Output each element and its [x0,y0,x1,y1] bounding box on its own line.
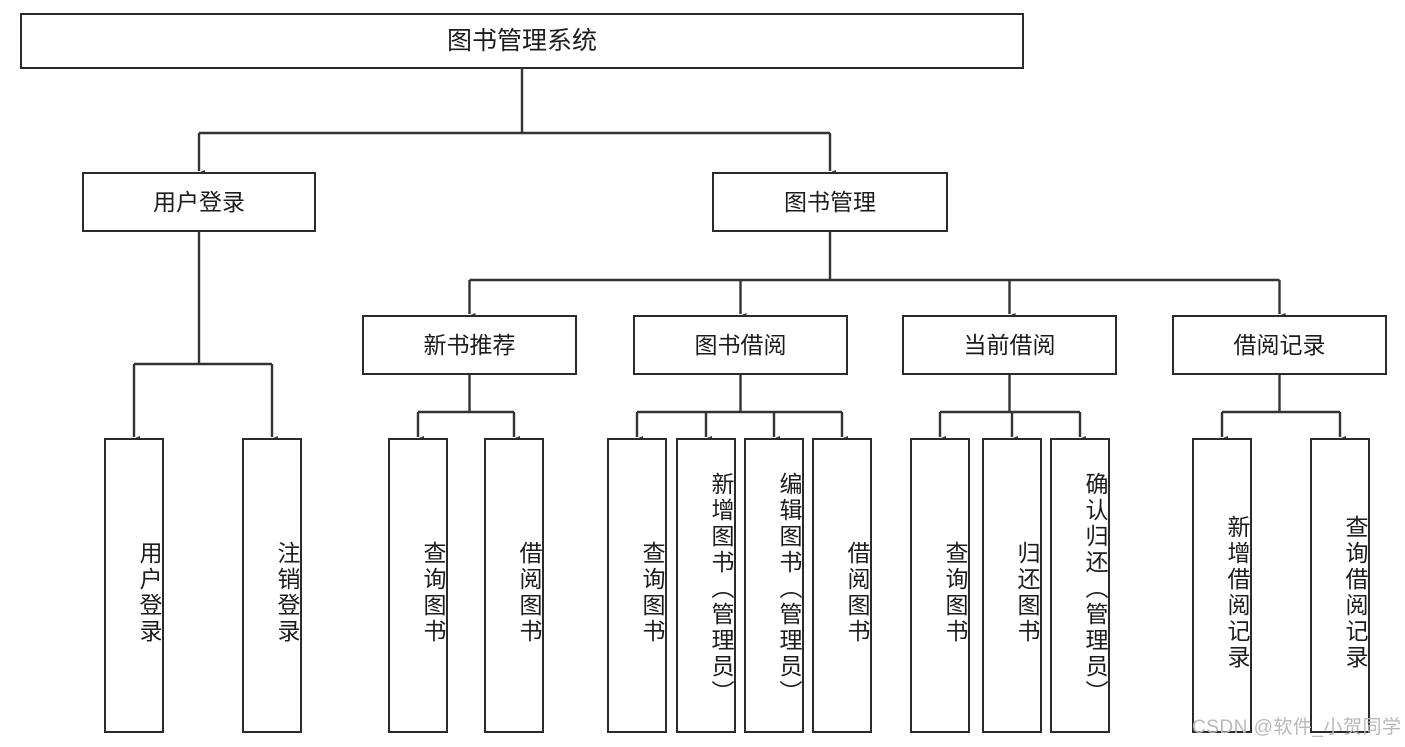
csdn-watermark: CSDN @软件_小贺同学 [1192,717,1402,738]
connector-lines [128,69,1346,446]
node-leaf-query-book-3[interactable]: 查询图书 [910,438,970,733]
node-leaf-query-book-2[interactable]: 查询图书 [607,438,667,733]
node-leaf-user-login[interactable]: 用户登录 [104,438,164,733]
node-new-book-rec[interactable]: 新书推荐 [362,315,577,375]
node-root[interactable]: 图书管理系统 [20,13,1024,69]
node-leaf-query-borrow-record[interactable]: 查询借阅记录 [1310,438,1370,733]
node-leaf-confirm-return-admin[interactable]: 确认归还（管理员） [1050,438,1110,733]
node-leaf-add-book-admin[interactable]: 新增图书（管理员） [676,438,736,733]
node-leaf-return-book[interactable]: 归还图书 [982,438,1042,733]
node-borrow-record[interactable]: 借阅记录 [1172,315,1387,375]
node-leaf-borrow-book-1[interactable]: 借阅图书 [484,438,544,733]
node-leaf-logout[interactable]: 注销登录 [242,438,302,733]
node-user-login[interactable]: 用户登录 [82,172,316,232]
node-book-manage[interactable]: 图书管理 [712,172,948,232]
node-book-borrow[interactable]: 图书借阅 [633,315,848,375]
node-current-borrow[interactable]: 当前借阅 [902,315,1117,375]
node-leaf-borrow-book-2[interactable]: 借阅图书 [812,438,872,733]
node-leaf-query-book-1[interactable]: 查询图书 [388,438,448,733]
node-leaf-add-borrow-record[interactable]: 新增借阅记录 [1192,438,1252,733]
node-leaf-edit-book-admin[interactable]: 编辑图书（管理员） [744,438,804,733]
